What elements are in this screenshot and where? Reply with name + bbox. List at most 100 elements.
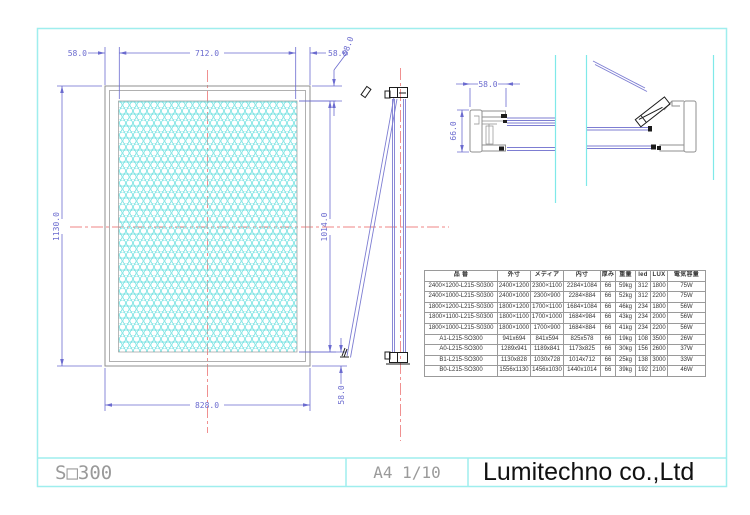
table-cell: 43kg xyxy=(615,312,636,324)
table-cell: 1014x712 xyxy=(563,354,601,367)
side-bottom-cap xyxy=(384,351,410,365)
table-cell: 46kg xyxy=(615,301,636,314)
table-cell: A0-L215-SO300 xyxy=(424,344,498,356)
open-door xyxy=(634,96,671,128)
table-cell: 1800×1100-L215-S0300 xyxy=(424,312,498,324)
table-cell: 1800 xyxy=(650,301,668,314)
dim-bottom-right: 58.0 xyxy=(337,385,346,404)
table-cell: 59kg xyxy=(615,280,636,293)
table-cell: 1684×884 xyxy=(563,322,601,335)
table-cell: 56W xyxy=(667,322,706,335)
table-cell: 39kg xyxy=(615,365,636,377)
table-cell: 841x594 xyxy=(530,333,564,346)
table-cell: 234 xyxy=(635,322,651,335)
table-cell: 312 xyxy=(635,291,651,303)
table-cell: 1800×1200 xyxy=(497,301,531,314)
table-cell: 66 xyxy=(600,280,616,293)
table-cell: 2300×1100 xyxy=(530,280,564,293)
table-cell: 52kg xyxy=(615,291,636,303)
front-view-dimensions: 58.0 712.0 58.0 58.0 1130.0 1014.0 828.0… xyxy=(52,35,356,411)
table-cell: 1173x825 xyxy=(563,344,601,356)
dim-top-corner: 58.0 xyxy=(340,35,355,56)
table-cell: 66 xyxy=(600,291,616,303)
open-door-lines xyxy=(346,96,398,358)
table-cell: 26W xyxy=(667,333,706,346)
side-view xyxy=(340,85,410,365)
table-cell: 1130x828 xyxy=(497,354,531,367)
table-cell: 66 xyxy=(600,322,616,335)
table-cell: 75W xyxy=(667,291,706,303)
table-cell: 37W xyxy=(667,344,706,356)
table-cell: 66 xyxy=(600,333,616,346)
table-cell: 138 xyxy=(635,354,651,367)
table-cell: 2400×1000 xyxy=(497,291,531,303)
table-header-cell: メディア xyxy=(530,270,564,282)
dim-left: 1130.0 xyxy=(52,212,61,241)
table-cell: 108 xyxy=(635,333,651,346)
page-border xyxy=(36,27,728,488)
table-cell: 3500 xyxy=(650,333,668,346)
table-cell: 2284×884 xyxy=(563,291,601,303)
table-cell: B0-L215-SO300 xyxy=(424,365,498,377)
table-cell: 2600 xyxy=(650,344,668,356)
detail-view-open xyxy=(587,60,697,153)
panel-lines-open xyxy=(587,127,653,149)
table-cell: 1800 xyxy=(650,280,668,293)
table-cell: 1456x1030 xyxy=(530,365,564,377)
table-header-cell: 外寸 xyxy=(497,270,531,282)
table-cell: 156 xyxy=(635,344,651,356)
table-cell: 1684×1084 xyxy=(563,301,601,314)
detail-view-closed: 58.0 66.0 xyxy=(449,80,555,153)
table-cell: 1800×1000 xyxy=(497,322,531,335)
table-cell: 66 xyxy=(600,365,616,377)
table-cell: 1700×900 xyxy=(530,322,564,335)
table-cell: 1189x841 xyxy=(530,344,564,356)
table-cell: 234 xyxy=(635,301,651,314)
table-cell: 46W xyxy=(667,365,706,377)
door-top-hinge xyxy=(360,85,372,99)
table-cell: 56W xyxy=(667,312,706,324)
table-cell: 1684×984 xyxy=(563,312,601,324)
table-header-cell: 厚み xyxy=(600,270,616,282)
inner-frame xyxy=(109,90,306,362)
panel-lines xyxy=(507,117,555,151)
table-cell: 1030x728 xyxy=(530,354,564,367)
title-block: S□300 A4 1/10 Lumitechno co.,Ltd xyxy=(55,458,694,486)
table-cell: 1440x1014 xyxy=(563,365,601,377)
table-cell: 1700×1100 xyxy=(530,301,564,314)
table-cell: 2200 xyxy=(650,291,668,303)
table-cell: 1800×1200-L215-S0300 xyxy=(424,301,498,314)
table-cell: 1289x941 xyxy=(497,344,531,356)
front-view xyxy=(104,85,311,367)
table-cell: 19kg xyxy=(615,333,636,346)
table-cell: 3000 xyxy=(650,354,668,367)
table-cell: 192 xyxy=(635,365,651,377)
detail-dim-width: 58.0 xyxy=(478,80,497,89)
table-cell: 2100 xyxy=(650,365,668,377)
table-cell: 66 xyxy=(600,301,616,314)
open-door-edge-lines xyxy=(592,60,648,92)
table-header-cell: 重量 xyxy=(615,270,636,282)
table-cell: 56W xyxy=(667,301,706,314)
door-bottom-hinge xyxy=(340,347,349,358)
table-cell: 941x694 xyxy=(497,333,531,346)
table-cell: 41kg xyxy=(615,322,636,335)
sheet-format-scale: A4 1/10 xyxy=(373,463,440,482)
table-cell: 30kg xyxy=(615,344,636,356)
table-cell: 825x578 xyxy=(563,333,601,346)
drawing-number: S□300 xyxy=(55,462,112,484)
side-top-cap xyxy=(384,87,408,99)
table-cell: 2400×1200 xyxy=(497,280,531,293)
